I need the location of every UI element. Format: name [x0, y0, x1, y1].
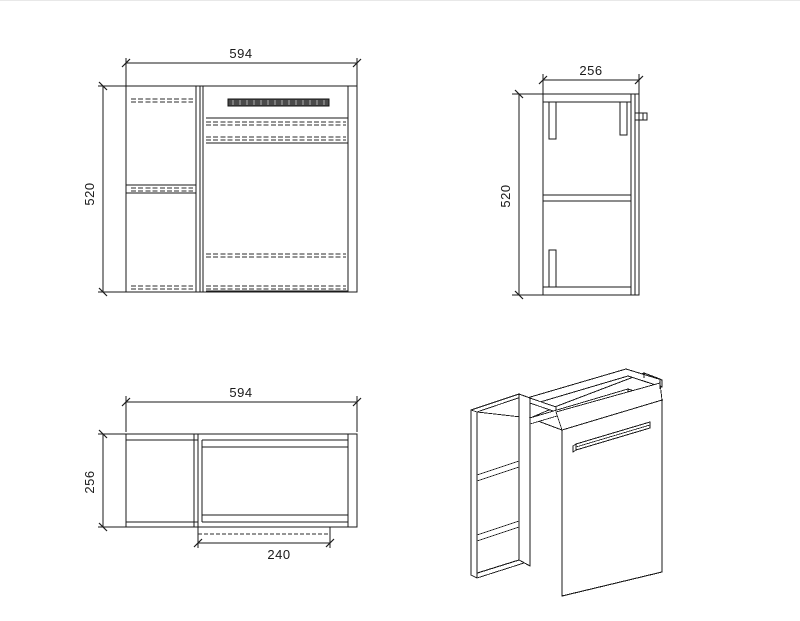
plan-depth-label: 256 [82, 470, 97, 493]
sheet-top-border [0, 0, 800, 1]
isometric-3d-view [470, 368, 664, 597]
side-hinge-top-left [548, 101, 557, 140]
front-cabinet-outline [125, 85, 358, 293]
iso-left-carcass [470, 393, 525, 579]
side-handle-profile [635, 112, 648, 121]
plan-front-rail [202, 514, 348, 523]
iso-back-right-edge [643, 373, 661, 389]
side-elevation-view [512, 74, 648, 300]
plan-top-view [98, 396, 362, 548]
front-center-divider [195, 86, 204, 292]
front-elevation-view [98, 58, 362, 297]
iso-door-top-edge [555, 382, 663, 431]
plan-inner-label: 240 [267, 547, 290, 562]
dimension-labels: 594 520 256 520 594 256 240 [82, 46, 602, 562]
plan-right-section [197, 433, 358, 528]
front-door-handle [227, 98, 330, 107]
side-hinge-bottom-left [548, 249, 557, 288]
iso-door-handle [572, 421, 651, 453]
front-door-hidden-lines [206, 121, 346, 290]
front-height-label: 520 [82, 182, 97, 205]
side-hinge-top-right [619, 101, 628, 136]
plan-left-box [125, 433, 199, 528]
iso-divider-panel [518, 393, 531, 567]
front-left-hidden-lines [131, 98, 193, 290]
front-top-rail [206, 117, 348, 144]
iso-shelf-top [476, 395, 558, 419]
side-height-label: 520 [498, 184, 513, 207]
plan-width-label: 594 [229, 385, 252, 400]
front-width-label: 594 [229, 46, 252, 61]
plan-divider [193, 434, 203, 527]
side-middle-shelf [543, 194, 631, 202]
plan-back-rail [202, 439, 348, 448]
iso-shelf-upper [476, 460, 520, 482]
front-left-shelf-edges [126, 184, 196, 194]
plan-inner-dimension [193, 533, 335, 548]
side-depth-label: 256 [579, 63, 602, 78]
